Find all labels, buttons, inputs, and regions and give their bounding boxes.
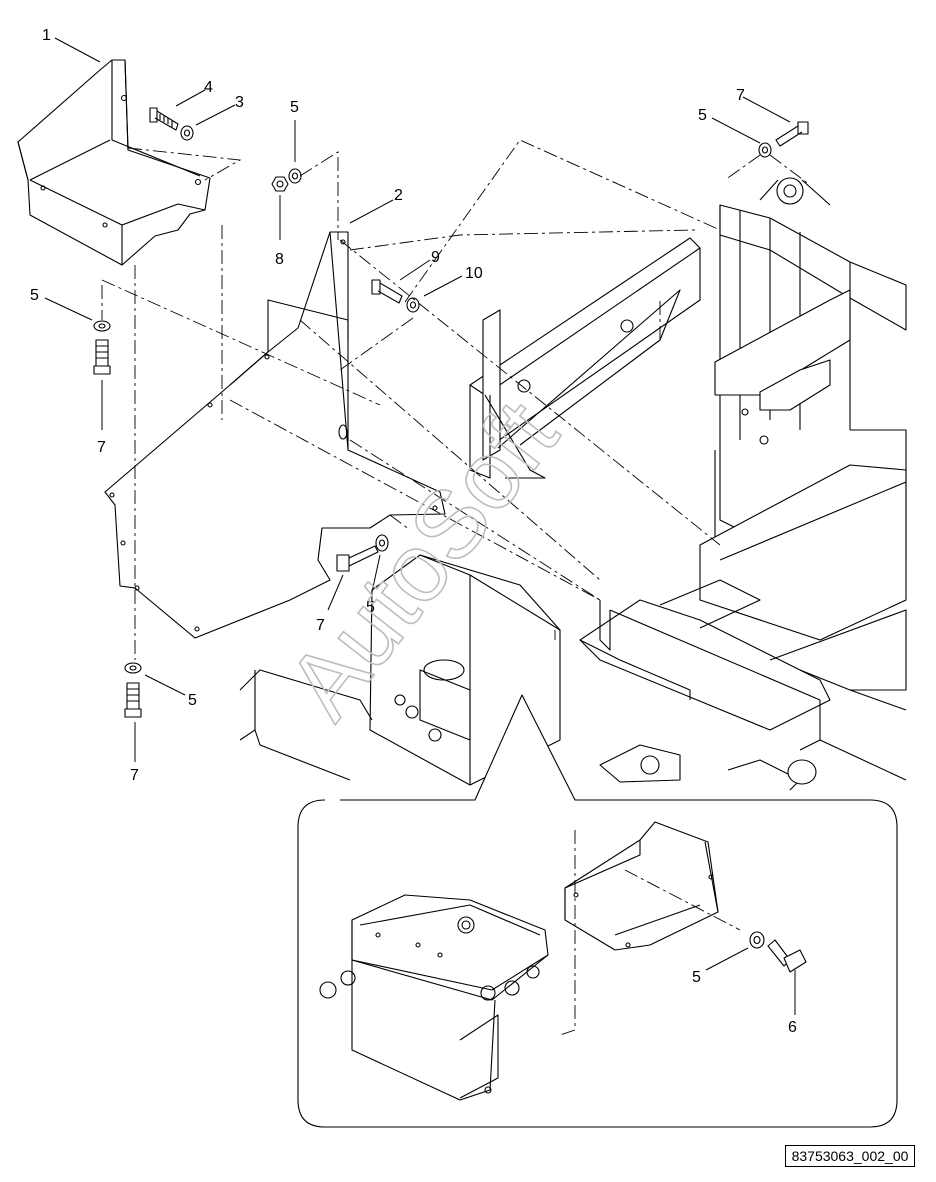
assembly-lines bbox=[101, 139, 811, 1036]
shield-part-1 bbox=[17, 59, 211, 266]
washer-10 bbox=[406, 297, 420, 313]
callout-10: 10 bbox=[465, 265, 483, 282]
callout-8: 8 bbox=[275, 251, 284, 268]
callout-6-inset: 6 bbox=[788, 1019, 797, 1036]
callout-7-mid: 7 bbox=[316, 617, 325, 634]
washer-3 bbox=[180, 125, 194, 141]
bolt-7-bottom bbox=[124, 682, 142, 718]
washer-5-top-right bbox=[758, 142, 772, 158]
nut-8 bbox=[271, 176, 289, 192]
washer-5-left bbox=[93, 320, 111, 332]
callout-5-nut: 5 bbox=[290, 99, 299, 116]
callout-4: 4 bbox=[204, 79, 213, 96]
callout-5-left: 5 bbox=[30, 287, 39, 304]
washer-5-bottom-left bbox=[124, 662, 142, 674]
washer-5-mid bbox=[375, 534, 389, 552]
inset-bolt-6 bbox=[767, 939, 807, 973]
callout-7-bottom: 7 bbox=[130, 767, 139, 784]
bolt-7-left bbox=[93, 339, 111, 375]
bolt-7-top-right bbox=[775, 121, 809, 147]
callout-5-mid: 5 bbox=[366, 599, 375, 616]
leader-lines bbox=[44, 37, 796, 1015]
callout-9: 9 bbox=[431, 249, 440, 266]
callout-5-inset: 5 bbox=[692, 969, 701, 986]
callout-5-top-right: 5 bbox=[698, 107, 707, 124]
inset-shield bbox=[564, 821, 719, 951]
callout-3: 3 bbox=[235, 94, 244, 111]
callout-7-left: 7 bbox=[97, 439, 106, 456]
callout-5-bottom-left: 5 bbox=[188, 692, 197, 709]
inset-battery-box bbox=[319, 894, 549, 1101]
callout-2: 2 bbox=[394, 187, 403, 204]
reference-number-label: 83753063_002_00 bbox=[785, 1145, 915, 1167]
bolt-4 bbox=[149, 107, 179, 131]
bolt-7-mid bbox=[336, 545, 379, 572]
machine-frame bbox=[469, 177, 907, 791]
callout-7-top-right: 7 bbox=[736, 87, 745, 104]
callout-1: 1 bbox=[42, 27, 51, 44]
inset-washer-5 bbox=[749, 931, 765, 949]
washer-5-nut bbox=[288, 168, 302, 184]
side-panel-part-2 bbox=[104, 231, 446, 639]
bolt-9 bbox=[371, 279, 403, 304]
